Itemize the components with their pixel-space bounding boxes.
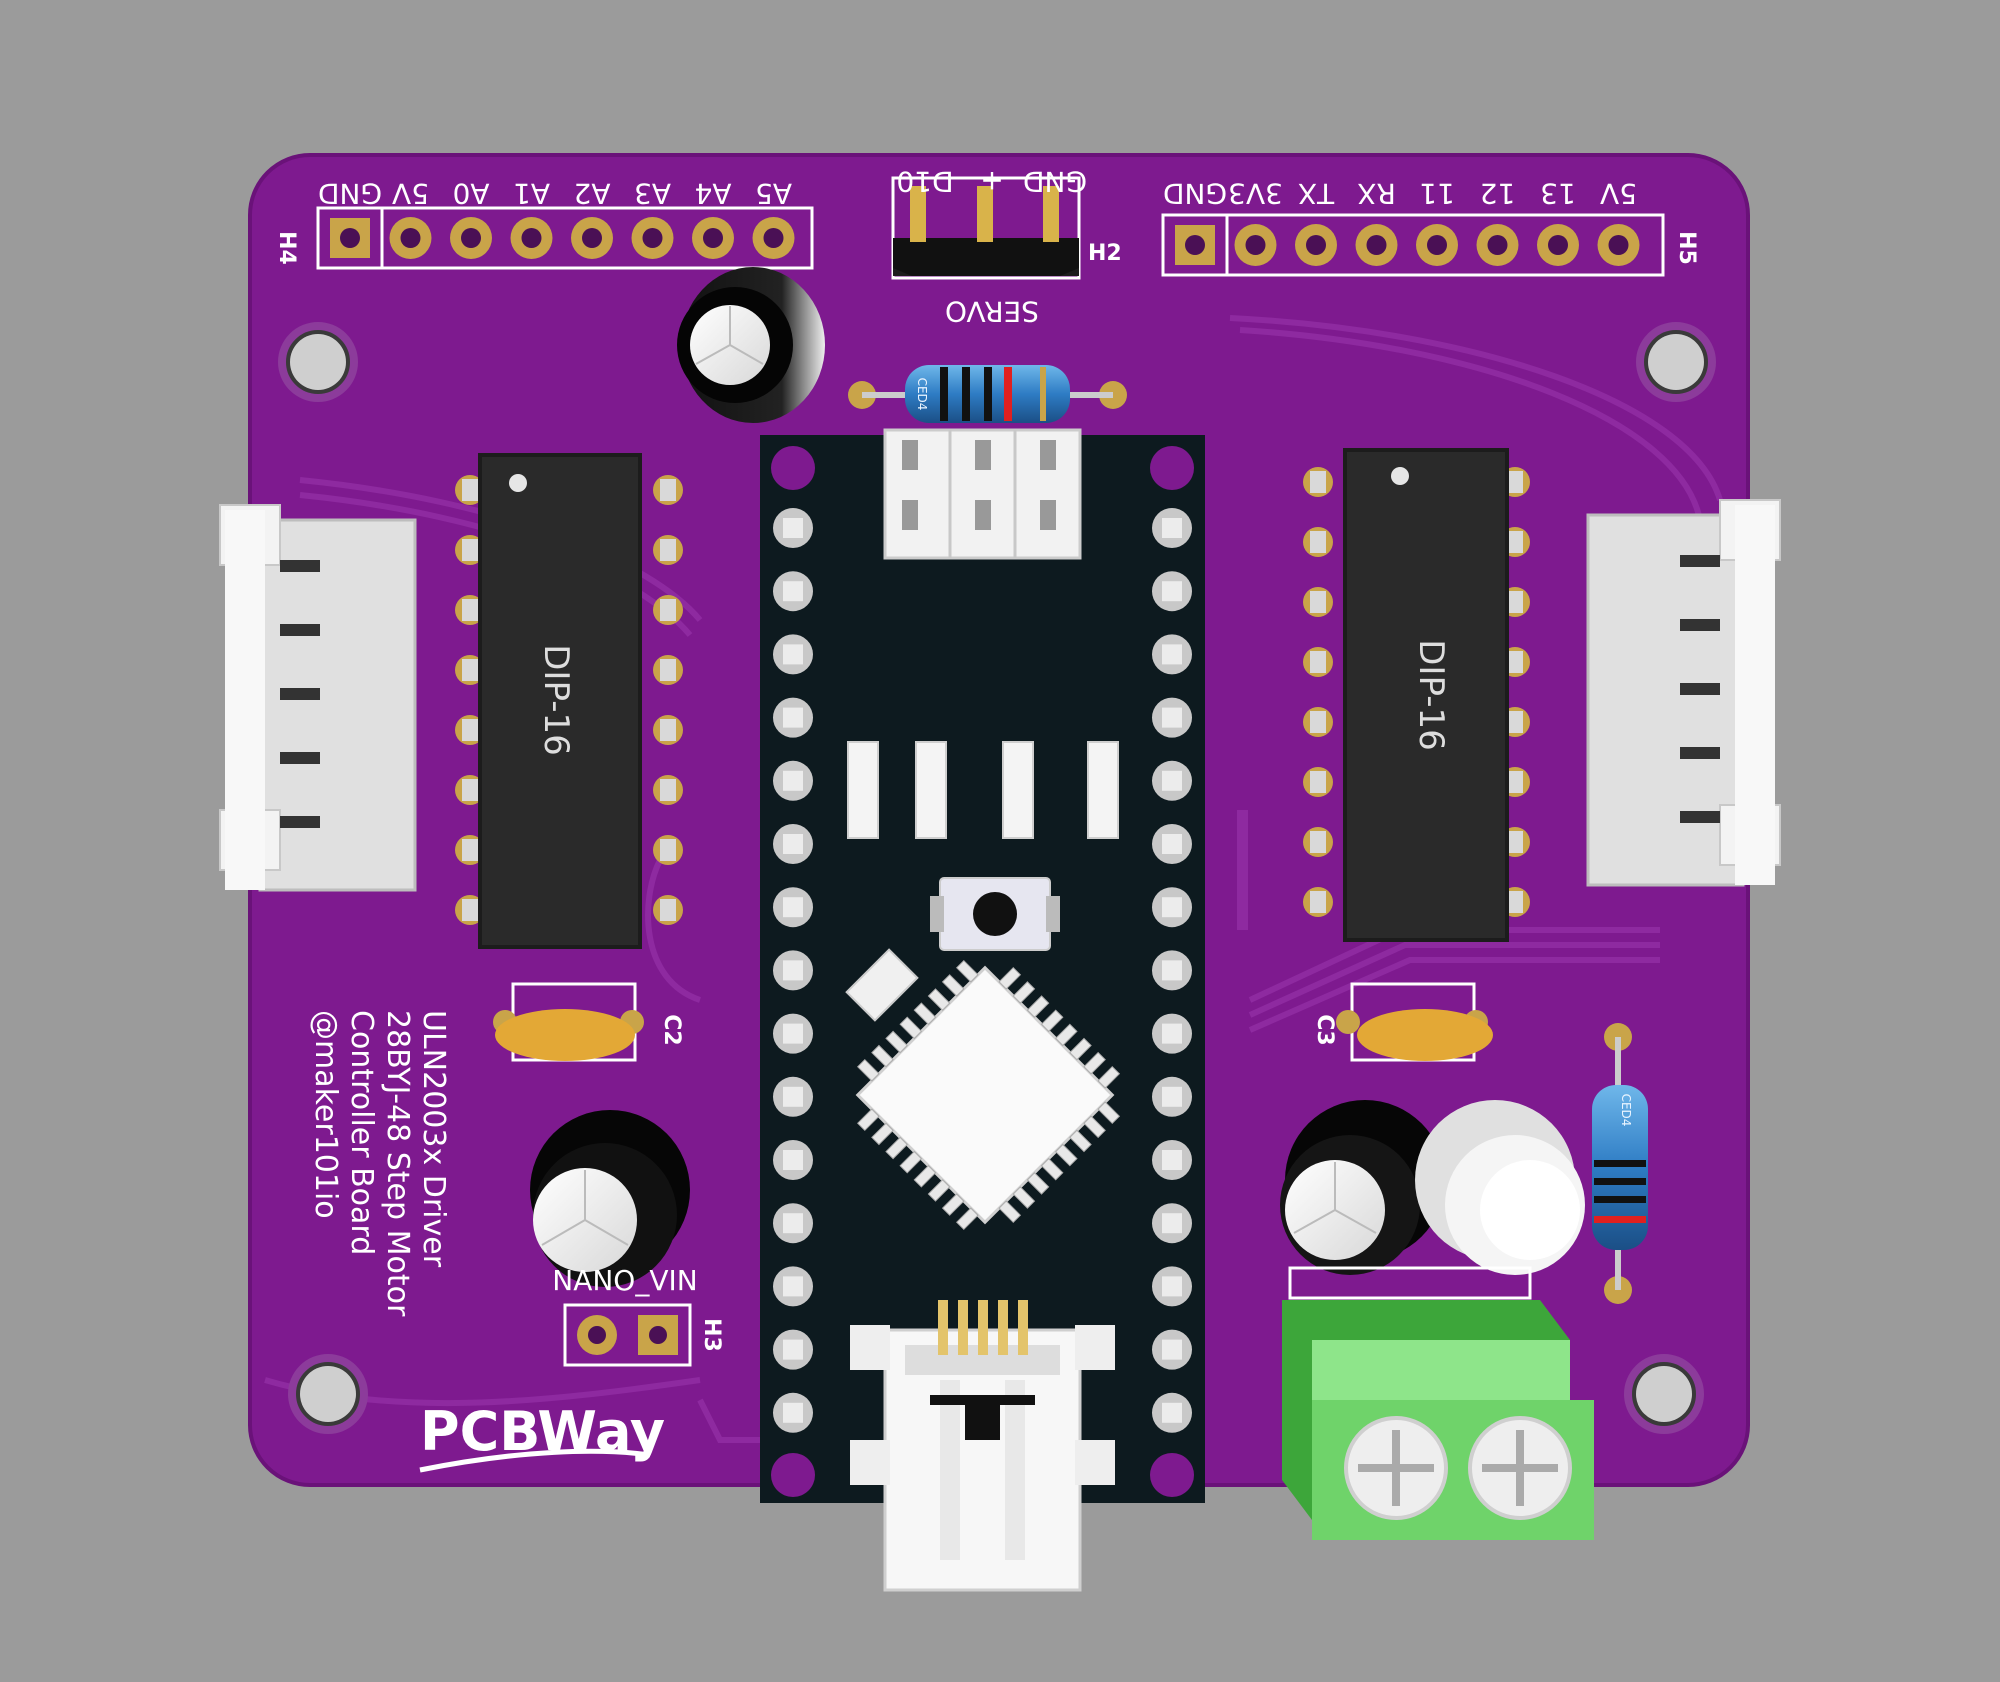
h3-ref: H3 [699, 1318, 724, 1352]
h4-pin-label: A4 [695, 177, 732, 210]
h2-pin-label: GND [1023, 165, 1087, 198]
ic-left: DIP-16 [455, 453, 683, 949]
capacitor-c2: C2 [493, 982, 684, 1062]
ic-right-label: DIP-16 [1411, 639, 1451, 751]
h4-pin-label: A5 [755, 177, 792, 210]
header-h2: D10 + GND H2 SERVO [891, 165, 1122, 328]
h2-ref: H2 [1088, 241, 1122, 266]
electrolytic-capacitor-lower-right [1280, 1100, 1445, 1275]
c3-ref: C3 [1312, 1014, 1337, 1045]
h2-pin-label: D10 [896, 165, 953, 198]
c2-ref: C2 [659, 1014, 684, 1045]
board-text-line3: Controller Board [344, 1010, 379, 1255]
h5-pin-label: RX [1357, 177, 1396, 210]
electrolytic-capacitor [677, 267, 825, 423]
resistor-vertical: CED4 [1592, 1023, 1648, 1304]
h5-pin-label: TX [1298, 177, 1335, 210]
board-description: ULN2003x Driver 28BYJ-48 Step Motor Cont… [308, 1010, 451, 1317]
h4-pin-label: A2 [574, 177, 611, 210]
h5-pin-label: GND [1163, 177, 1227, 210]
connector-left [219, 504, 417, 892]
h4-pin-label: GND [318, 177, 382, 210]
capacitor-c3: C3 [1312, 982, 1493, 1062]
h2-pin-label: + [980, 165, 1003, 198]
h5-pin-label: 5V [1600, 177, 1637, 210]
h5-ref: H5 [1674, 231, 1699, 265]
ic-right: DIP-16 [1303, 448, 1530, 942]
board-text-line4: @maker101io [308, 1010, 343, 1219]
arduino-nano [760, 428, 1205, 1592]
resistor-vertical-marking: CED4 [1619, 1094, 1633, 1127]
header-h3: NANO_VIN H3 [552, 1264, 724, 1367]
electrolytic-capacitor-lower-left [530, 1110, 690, 1287]
h3-label: NANO_VIN [552, 1264, 697, 1297]
pcbway-logo: PCBWay [419, 1400, 665, 1473]
board-text-line2: 28BYJ-48 Step Motor [380, 1010, 415, 1317]
h4-pin-label: 5V [392, 177, 429, 210]
screw-terminal [1282, 1266, 1594, 1540]
h5-pin-label: 12 [1480, 177, 1516, 210]
h5-pin-label: 3V3 [1228, 177, 1283, 210]
h4-pin-label: A3 [634, 177, 671, 210]
resistor: CED4 [848, 365, 1127, 423]
ic-left-label: DIP-16 [536, 644, 576, 756]
connector-right [1586, 499, 1781, 887]
mounting-holes [278, 322, 1716, 1434]
h5-pin-label: 11 [1419, 177, 1455, 210]
h2-servo-label: SERVO [945, 295, 1039, 328]
header-h4: GND 5V A0 A1 A2 A3 A4 A5 H4 [274, 177, 814, 270]
board-text-line1: ULN2003x Driver [416, 1010, 451, 1268]
h5-pin-label: 13 [1540, 177, 1576, 210]
resistor-marking: CED4 [915, 378, 929, 411]
h4-pin-label: A0 [453, 177, 490, 210]
aluminum-capacitor [1415, 1100, 1585, 1275]
h4-pin-label: A1 [513, 177, 550, 210]
h4-ref: H4 [274, 231, 299, 265]
